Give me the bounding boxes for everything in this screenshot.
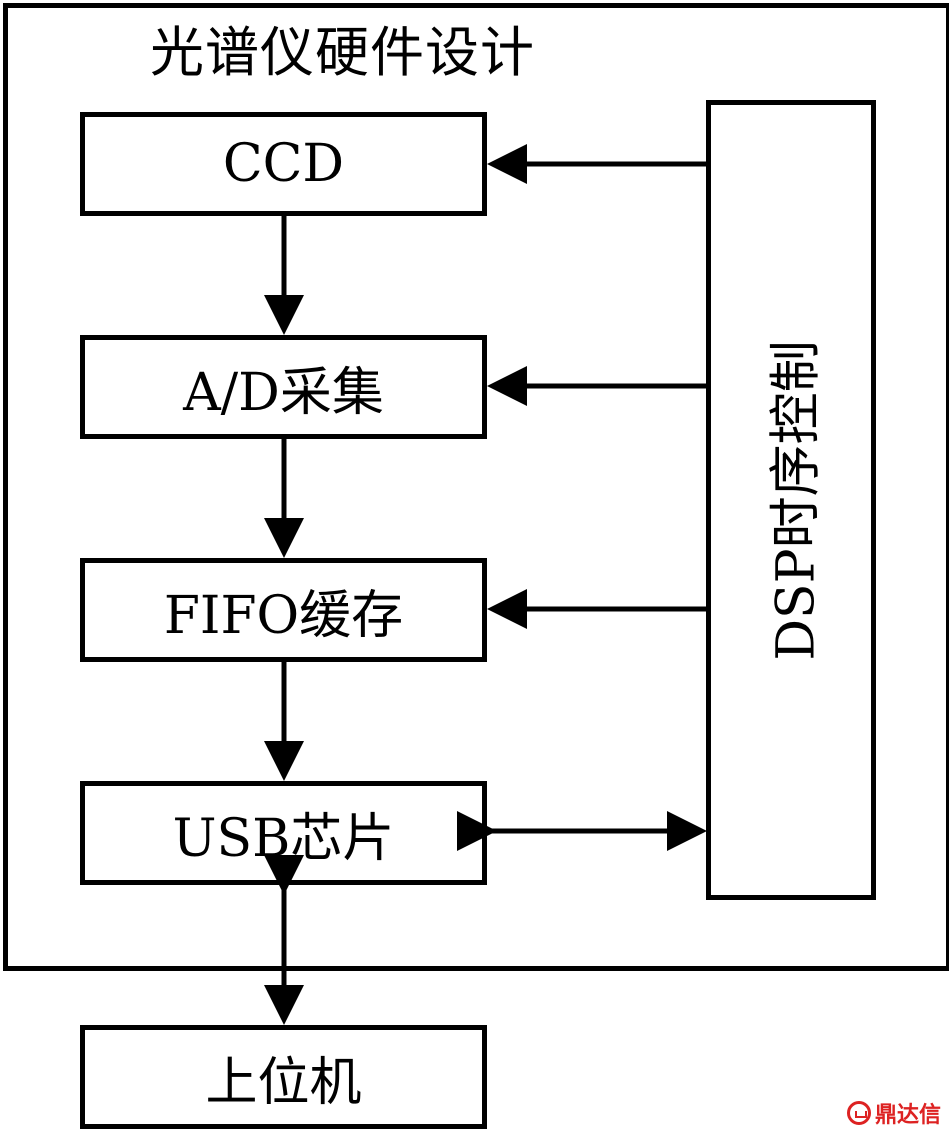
fifo-buffer-block: FIFO缓存: [80, 558, 487, 662]
ccd-block: CCD: [80, 112, 487, 216]
host-computer-block: 上位机: [80, 1025, 487, 1129]
diagram-title: 光谱仪硬件设计: [150, 21, 535, 84]
watermark-text: 鼎达信: [874, 1103, 941, 1128]
ccd-label: CCD: [222, 134, 345, 194]
ad-acquisition-label: A/D采集: [183, 362, 384, 423]
host-computer-label: 上位机: [205, 1052, 362, 1113]
hardware-design-frame: [3, 3, 949, 971]
watermark: 鼎达信: [846, 1097, 941, 1129]
fifo-buffer-label: FIFO缓存: [163, 585, 404, 646]
watermark-logo-icon: [846, 1101, 871, 1125]
dsp-timing-control-block: DSP时序控制: [706, 100, 876, 900]
ad-acquisition-block: A/D采集: [80, 335, 487, 439]
